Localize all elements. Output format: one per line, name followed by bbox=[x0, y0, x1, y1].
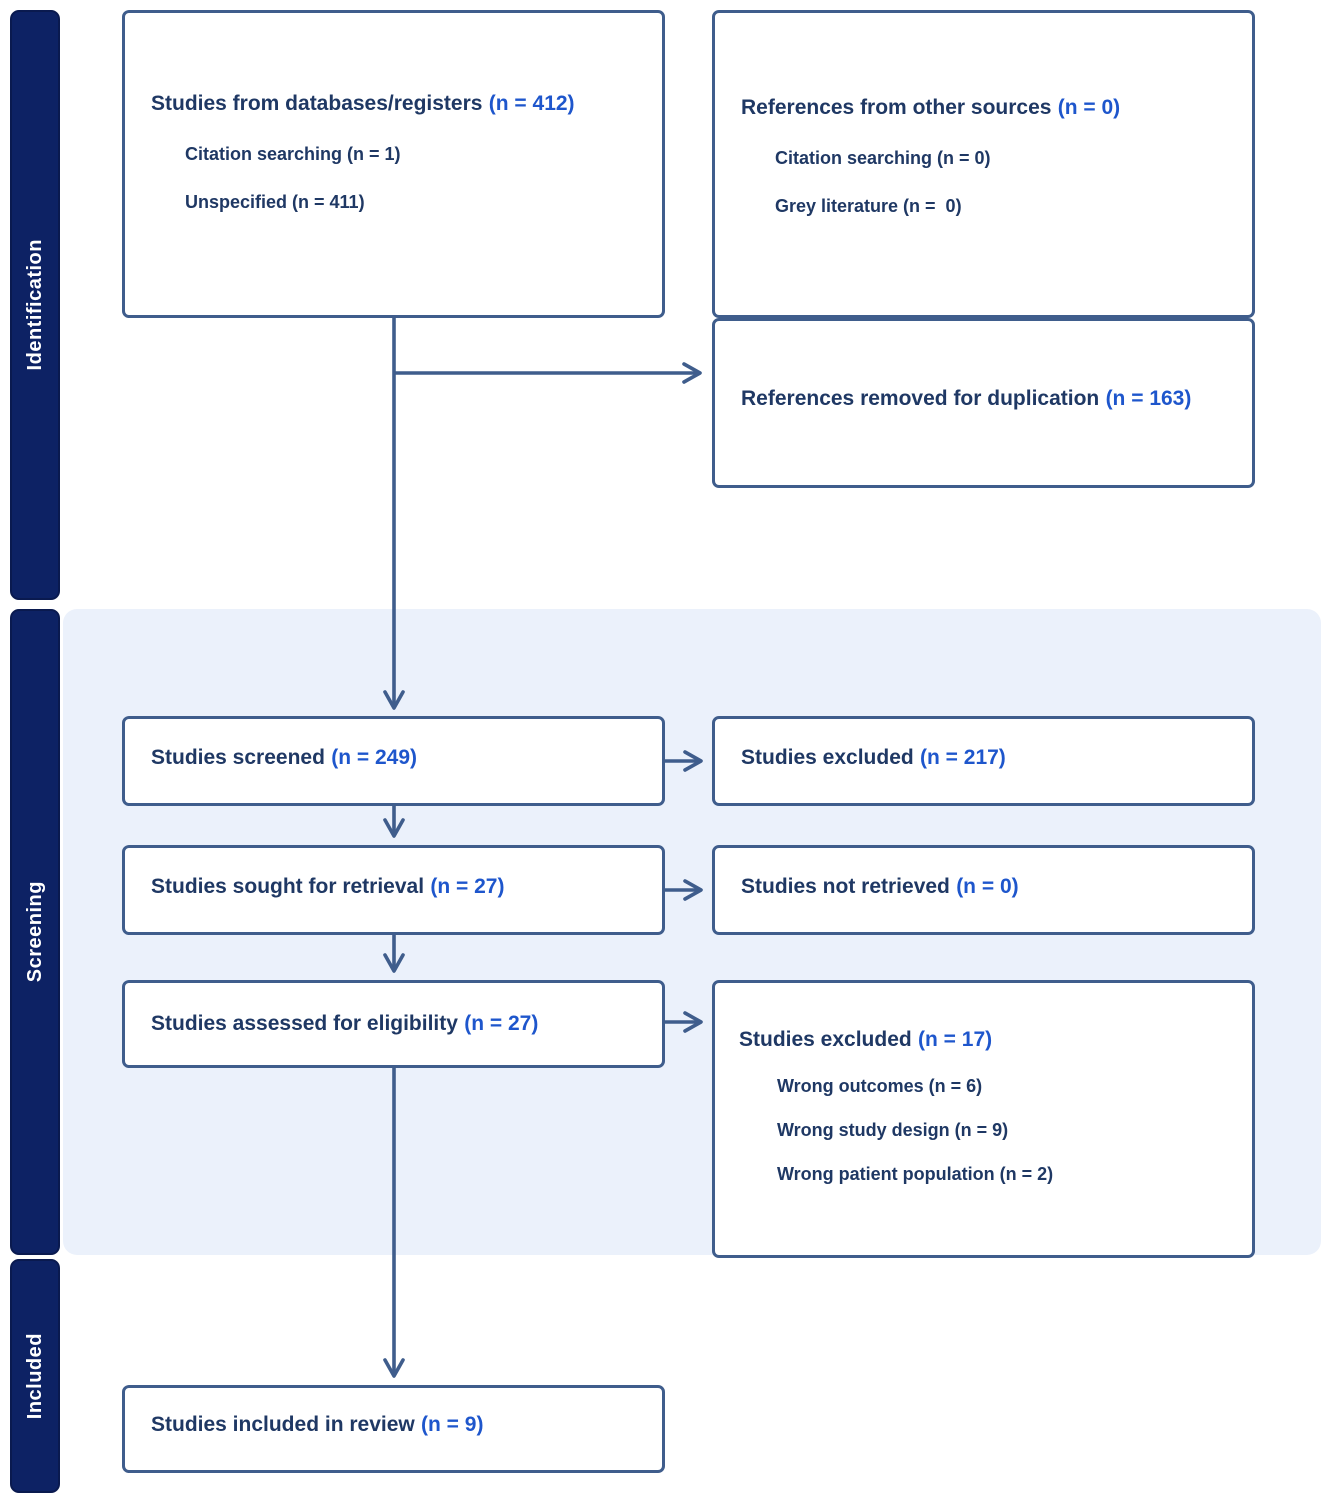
box-subitem: Wrong patient population (n = 2) bbox=[777, 1164, 1054, 1185]
box-count: (n = 0) bbox=[1057, 96, 1121, 119]
box-title: Studies excluded (n = 17) bbox=[739, 1027, 1234, 1053]
phase-label-included: Included bbox=[10, 1259, 60, 1493]
box-title: Studies excluded (n = 217) bbox=[741, 745, 1234, 771]
box-studies-included-review: Studies included in review (n = 9) bbox=[122, 1385, 665, 1473]
box-title: Studies screened (n = 249) bbox=[151, 745, 644, 771]
box-subitem: Citation searching (n = 1) bbox=[185, 144, 401, 165]
box-title: Studies not retrieved (n = 0) bbox=[741, 874, 1234, 900]
phase-label-identification: Identification bbox=[10, 10, 60, 600]
box-label: Studies included in review bbox=[151, 1413, 415, 1436]
box-count: (n = 412) bbox=[488, 92, 575, 115]
phase-label-screening: Screening bbox=[10, 609, 60, 1255]
box-label: Studies sought for retrieval bbox=[151, 875, 425, 898]
box-subitem: Grey literature (n = 0) bbox=[775, 196, 962, 217]
box-subitem: Wrong outcomes (n = 6) bbox=[777, 1076, 983, 1097]
box-studies-not-retrieved: Studies not retrieved (n = 0) bbox=[712, 845, 1255, 935]
box-studies-assessed-eligibility: Studies assessed for eligibility (n = 27) bbox=[122, 980, 665, 1068]
box-count: (n = 9) bbox=[421, 1413, 484, 1436]
box-count: (n = 217) bbox=[920, 746, 1006, 769]
box-label: Studies screened bbox=[151, 746, 325, 769]
box-title: References removed for duplication(n = 1… bbox=[741, 386, 1191, 412]
box-subitem: Unspecified (n = 411) bbox=[185, 192, 365, 213]
box-count: (n = 249) bbox=[331, 746, 417, 769]
box-title: Studies from databases/registers(n = 412… bbox=[151, 91, 644, 117]
box-title: Studies sought for retrieval(n = 27) bbox=[151, 874, 644, 900]
box-label: Studies not retrieved bbox=[741, 875, 950, 898]
box-studies-excluded-screening: Studies excluded (n = 217) bbox=[712, 716, 1255, 806]
box-subitem: Citation searching (n = 0) bbox=[775, 148, 991, 169]
phase-label-included-text: Included bbox=[23, 1332, 46, 1420]
box-count: (n = 27) bbox=[430, 875, 505, 898]
box-title: References from other sources(n = 0) bbox=[741, 95, 1234, 121]
box-label: References from other sources bbox=[741, 96, 1052, 119]
box-studies-sought-retrieval: Studies sought for retrieval(n = 27) bbox=[122, 845, 665, 935]
box-title: Studies assessed for eligibility (n = 27) bbox=[151, 1011, 644, 1037]
box-subitem: Wrong study design (n = 9) bbox=[777, 1120, 1009, 1141]
box-label: Studies excluded bbox=[741, 746, 914, 769]
box-label: Studies excluded bbox=[739, 1028, 912, 1051]
box-studies-from-databases: Studies from databases/registers(n = 412… bbox=[122, 10, 665, 318]
box-count: (n = 163) bbox=[1105, 386, 1192, 410]
box-label: Studies assessed for eligibility bbox=[151, 1012, 458, 1035]
box-label: Studies from databases/registers bbox=[151, 92, 483, 115]
phase-label-identification-text: Identification bbox=[23, 239, 46, 371]
box-references-removed-duplication: References removed for duplication(n = 1… bbox=[712, 318, 1255, 488]
phase-label-screening-text: Screening bbox=[23, 881, 46, 983]
box-references-other-sources: References from other sources(n = 0) Cit… bbox=[712, 10, 1255, 318]
box-label: References removed for duplication bbox=[741, 386, 1100, 410]
box-count: (n = 17) bbox=[918, 1028, 993, 1051]
box-count: (n = 0) bbox=[956, 875, 1019, 898]
box-title: Studies included in review (n = 9) bbox=[151, 1412, 644, 1438]
box-studies-excluded-eligibility: Studies excluded (n = 17) Wrong outcomes … bbox=[712, 980, 1255, 1258]
box-count: (n = 27) bbox=[464, 1012, 539, 1035]
box-studies-screened: Studies screened (n = 249) bbox=[122, 716, 665, 806]
